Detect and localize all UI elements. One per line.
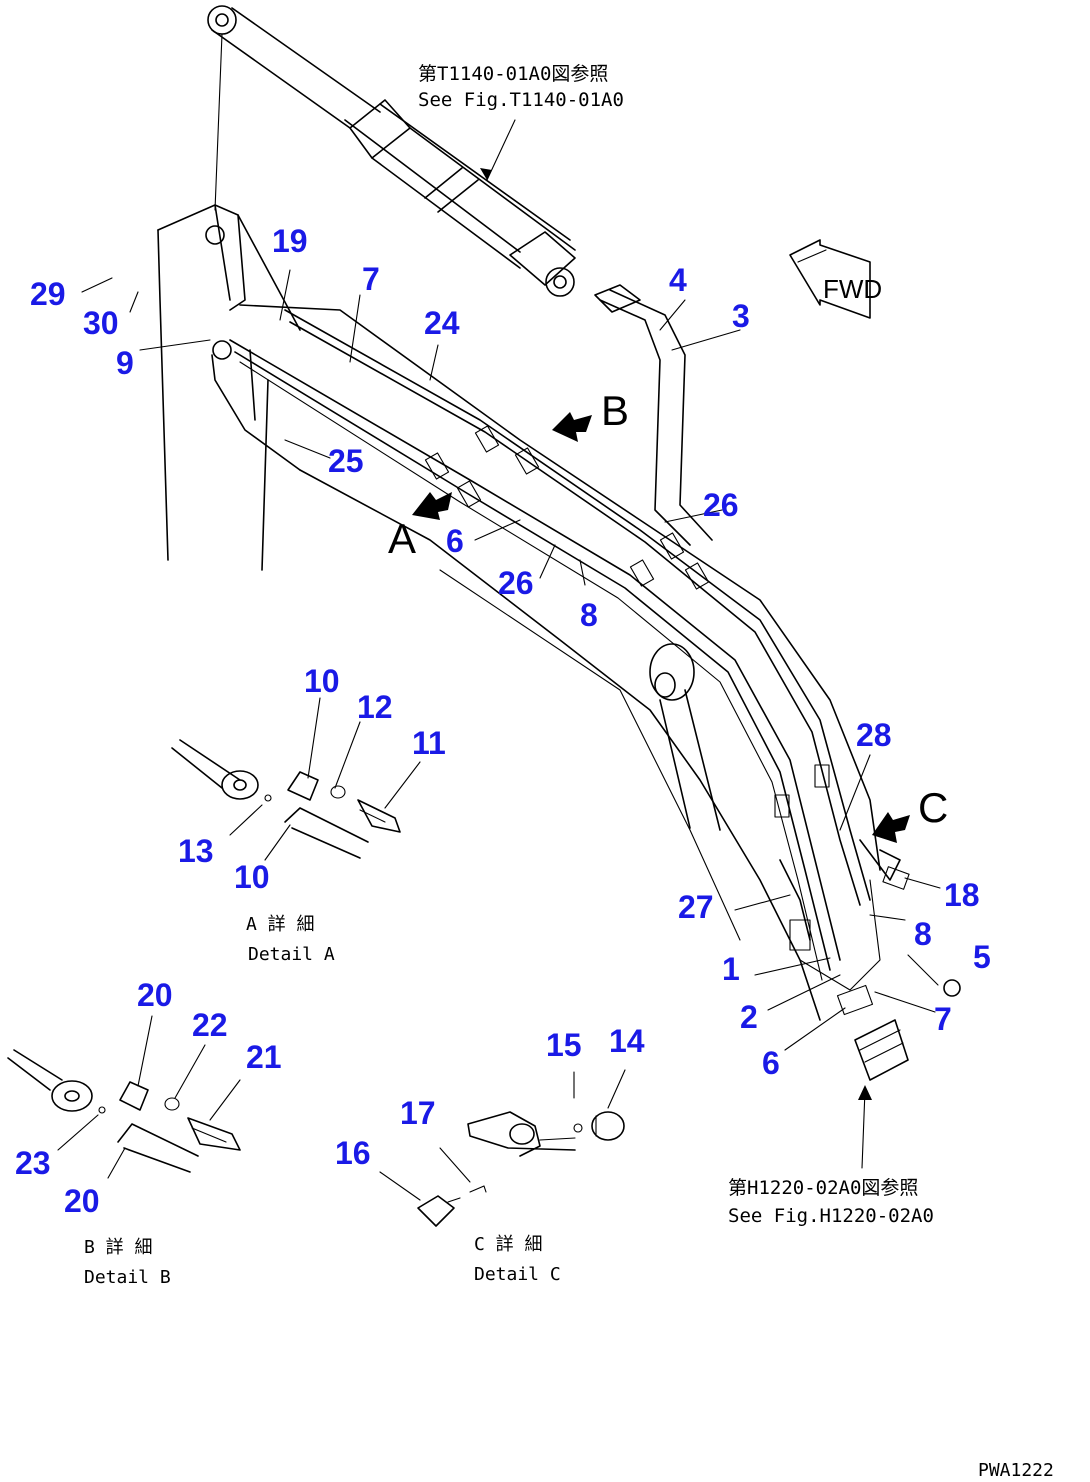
callout-1: 1	[722, 951, 740, 987]
callout-26-lower: 26	[498, 565, 534, 601]
callout-10: 10	[304, 663, 340, 699]
callout-23: 23	[15, 1145, 51, 1181]
callout-17: 17	[400, 1095, 436, 1131]
callout-19: 19	[272, 223, 308, 259]
reference-bottom-en: See Fig.H1220-02A0	[728, 1205, 934, 1227]
callout-2: 2	[740, 999, 758, 1035]
detail-a-title-en: Detail A	[248, 944, 335, 965]
callout-6-lower: 6	[762, 1045, 780, 1081]
detail-c-title-jp: C 詳 細	[474, 1234, 543, 1255]
fwd-arrow-icon: FWD	[789, 239, 882, 319]
view-arrow-c: C	[872, 784, 948, 843]
callout-26: 26	[703, 487, 739, 523]
callout-8-right: 8	[914, 916, 932, 952]
detail-c-title-en: Detail C	[474, 1264, 561, 1285]
callout-20-lower: 20	[64, 1183, 100, 1219]
callout-20: 20	[137, 977, 173, 1013]
callout-numbers: 29 30 9 19 7 24 4 3 25 26 6 26 8 28 18 8…	[15, 223, 991, 1219]
view-label-b: B	[601, 387, 629, 434]
callout-27: 27	[678, 889, 714, 925]
callout-12: 12	[357, 689, 393, 725]
callout-21: 21	[246, 1039, 282, 1075]
view-label-c: C	[918, 784, 948, 831]
callout-30: 30	[83, 305, 119, 341]
detail-a-title-jp: A 詳 細	[246, 914, 315, 935]
callout-24: 24	[424, 305, 460, 341]
view-arrow-a: A	[388, 492, 452, 562]
leader-lines	[57, 269, 941, 1201]
detail-b-drawing	[7, 1049, 241, 1173]
view-label-a: A	[388, 515, 416, 562]
callout-10-lower: 10	[234, 859, 270, 895]
boom-cylinder	[207, 5, 576, 297]
callout-5: 5	[973, 939, 991, 975]
detail-c-drawing	[417, 1111, 625, 1227]
reference-top-jp: 第T1140-01A0図参照	[418, 63, 608, 85]
callout-15: 15	[546, 1027, 582, 1063]
fwd-label: FWD	[823, 274, 882, 304]
callout-28: 28	[856, 717, 892, 753]
callout-6: 6	[446, 523, 464, 559]
reference-bottom-jp: 第H1220-02A0図参照	[728, 1177, 918, 1199]
callout-22: 22	[192, 1007, 228, 1043]
callout-4: 4	[669, 262, 687, 298]
callout-7-lower: 7	[934, 1001, 952, 1037]
callout-14: 14	[609, 1023, 645, 1059]
hose-piping	[229, 284, 961, 1081]
detail-a-drawing	[171, 739, 401, 859]
reference-top-en: See Fig.T1140-01A0	[418, 89, 624, 111]
detail-b-title-en: Detail B	[84, 1267, 171, 1288]
callout-11: 11	[412, 725, 446, 761]
callout-8: 8	[580, 597, 598, 633]
reference-bottom: 第H1220-02A0図参照 See Fig.H1220-02A0	[728, 1085, 934, 1227]
callout-25: 25	[328, 443, 364, 479]
view-arrow-b: B	[552, 387, 629, 442]
callout-3: 3	[732, 298, 750, 334]
boom-body	[157, 204, 881, 1021]
callout-13: 13	[178, 833, 214, 869]
callout-18: 18	[944, 877, 980, 913]
callout-29: 29	[30, 276, 66, 312]
callout-9: 9	[116, 345, 134, 381]
detail-b-title-jp: B 詳 細	[84, 1237, 153, 1258]
callout-16: 16	[335, 1135, 371, 1171]
reference-top: 第T1140-01A0図参照 See Fig.T1140-01A0	[418, 63, 624, 181]
drawing-code: PWA1222	[978, 1460, 1054, 1481]
callout-7: 7	[362, 261, 380, 297]
